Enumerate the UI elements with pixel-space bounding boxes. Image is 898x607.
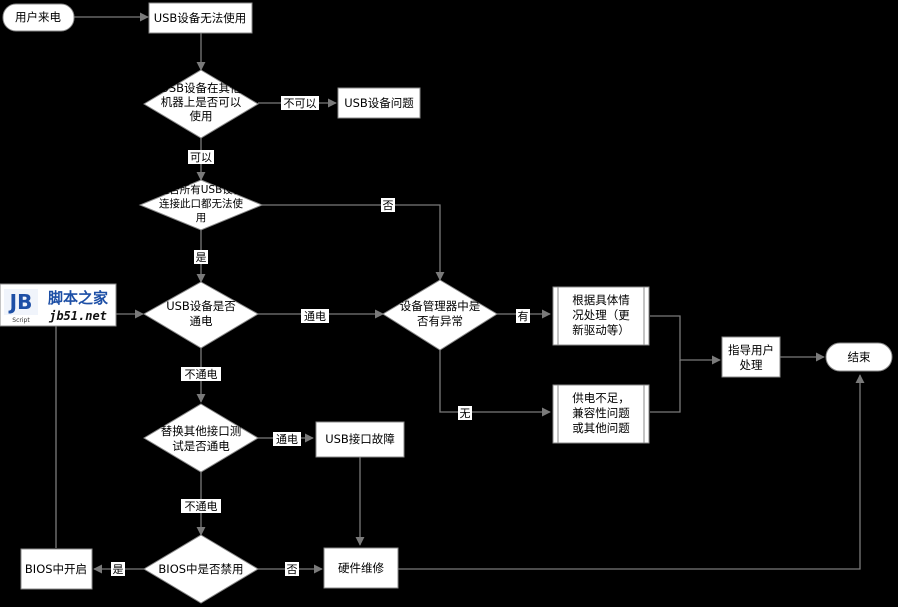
- label-yes-bios: 是: [113, 563, 124, 576]
- node-end-label: 结束: [848, 350, 871, 364]
- node-usb-unusable: USB设备无法使用: [148, 2, 253, 34]
- logo-name: 脚本之家: [48, 289, 108, 307]
- logo: JB Script 脚本之家 jb51.net: [0, 283, 117, 327]
- node-guide-user: 指导用户 处理: [721, 336, 781, 378]
- node-guide-user-line2: 处理: [740, 358, 763, 372]
- edge-labels: 不可以 可以 否 是 通电 有 无 不通电 通电 不通电 是 否: [111, 96, 530, 576]
- label-powered-2: 通电: [276, 433, 298, 446]
- node-handle-specific: 根据具体情 况处理（更 新驱动等）: [552, 286, 650, 346]
- node-q-other-port: 替换其他接口测 试是否通电: [143, 403, 259, 473]
- node-start-label: 用户来电: [15, 10, 61, 24]
- node-power-issue-line1: 供电不足，: [572, 391, 630, 405]
- label-has: 有: [518, 309, 529, 323]
- label-powered-1: 通电: [304, 310, 326, 323]
- node-q-all-devices-line2: 连接此口都无法使: [159, 197, 243, 210]
- node-hardware-repair-label: 硬件维修: [338, 561, 384, 575]
- label-no-all-devices: 否: [383, 199, 394, 212]
- node-q-powered-line1: USB设备是否: [166, 299, 236, 313]
- node-start: 用户来电: [2, 3, 75, 32]
- node-usb-port-fault: USB接口故障: [315, 421, 405, 458]
- node-handle-specific-line1: 根据具体情: [572, 293, 630, 307]
- label-not-powered-1: 不通电: [185, 368, 218, 381]
- node-q-powered-line2: 通电: [190, 314, 213, 328]
- node-q-powered: USB设备是否 通电: [143, 281, 259, 349]
- node-q-bios-disabled-label: BIOS中是否禁用: [158, 562, 243, 576]
- node-power-issue: 供电不足， 兼容性问题 或其他问题: [552, 384, 650, 444]
- edge-handle-to-guide: [650, 315, 721, 365]
- node-power-issue-line2: 兼容性问题: [572, 406, 630, 420]
- node-q-device-manager-line2: 否有异常: [417, 314, 463, 328]
- node-q-device-manager: 设备管理器中是 否有异常: [382, 279, 498, 351]
- node-usb-device-problem-label: USB设备问题: [344, 96, 414, 110]
- node-end: 结束: [825, 342, 893, 372]
- logo-sub: Script: [12, 317, 30, 324]
- label-not-powered-2: 不通电: [185, 500, 218, 513]
- logo-url: jb51.net: [48, 309, 107, 323]
- node-q-other-port-line1: 替换其他接口测: [161, 424, 242, 438]
- node-handle-specific-line2: 况处理（更: [572, 308, 630, 322]
- label-ok: 可以: [190, 151, 212, 164]
- node-usb-device-problem: USB设备问题: [337, 87, 421, 119]
- label-no-bios: 否: [287, 563, 298, 576]
- node-handle-specific-line3: 新驱动等）: [572, 323, 630, 337]
- node-guide-user-line1: 指导用户: [728, 343, 774, 357]
- label-yes-all-devices: 是: [196, 251, 207, 264]
- node-q-other-machine-line3: 使用: [190, 109, 213, 123]
- label-not-ok: 不可以: [284, 97, 317, 110]
- node-bios-enable: BIOS中开启: [20, 548, 93, 590]
- node-usb-unusable-label: USB设备无法使用: [154, 11, 247, 25]
- edge-power-issue-to-guide: [650, 360, 681, 413]
- label-none: 无: [460, 407, 471, 420]
- node-q-bios-disabled: BIOS中是否禁用: [143, 534, 259, 604]
- edge-repair-to-end: [398, 374, 865, 570]
- node-q-device-manager-line1: 设备管理器中是: [400, 299, 481, 313]
- node-q-other-machine-line1: USB设备在其他: [160, 81, 242, 95]
- node-power-issue-line3: 或其他问题: [572, 421, 630, 435]
- logo-mark: JB: [8, 290, 33, 314]
- edge-q-dm-to-power-issue: [439, 350, 551, 417]
- edge-q-all-to-q-dm: [262, 204, 445, 281]
- node-q-other-machine: USB设备在其他 机器上是否可以 使用: [143, 69, 259, 139]
- node-bios-enable-label: BIOS中开启: [25, 562, 87, 576]
- node-usb-port-fault-label: USB接口故障: [325, 432, 395, 446]
- node-q-other-machine-line2: 机器上是否可以: [161, 95, 242, 109]
- node-q-all-devices-line3: 用: [196, 212, 207, 224]
- node-q-other-port-line2: 试是否通电: [172, 439, 230, 453]
- node-q-all-devices-line1: 是否所有USB设备: [159, 183, 244, 196]
- node-q-all-devices: 是否所有USB设备 连接此口都无法使 用: [138, 179, 264, 231]
- node-hardware-repair: 硬件维修: [323, 547, 399, 589]
